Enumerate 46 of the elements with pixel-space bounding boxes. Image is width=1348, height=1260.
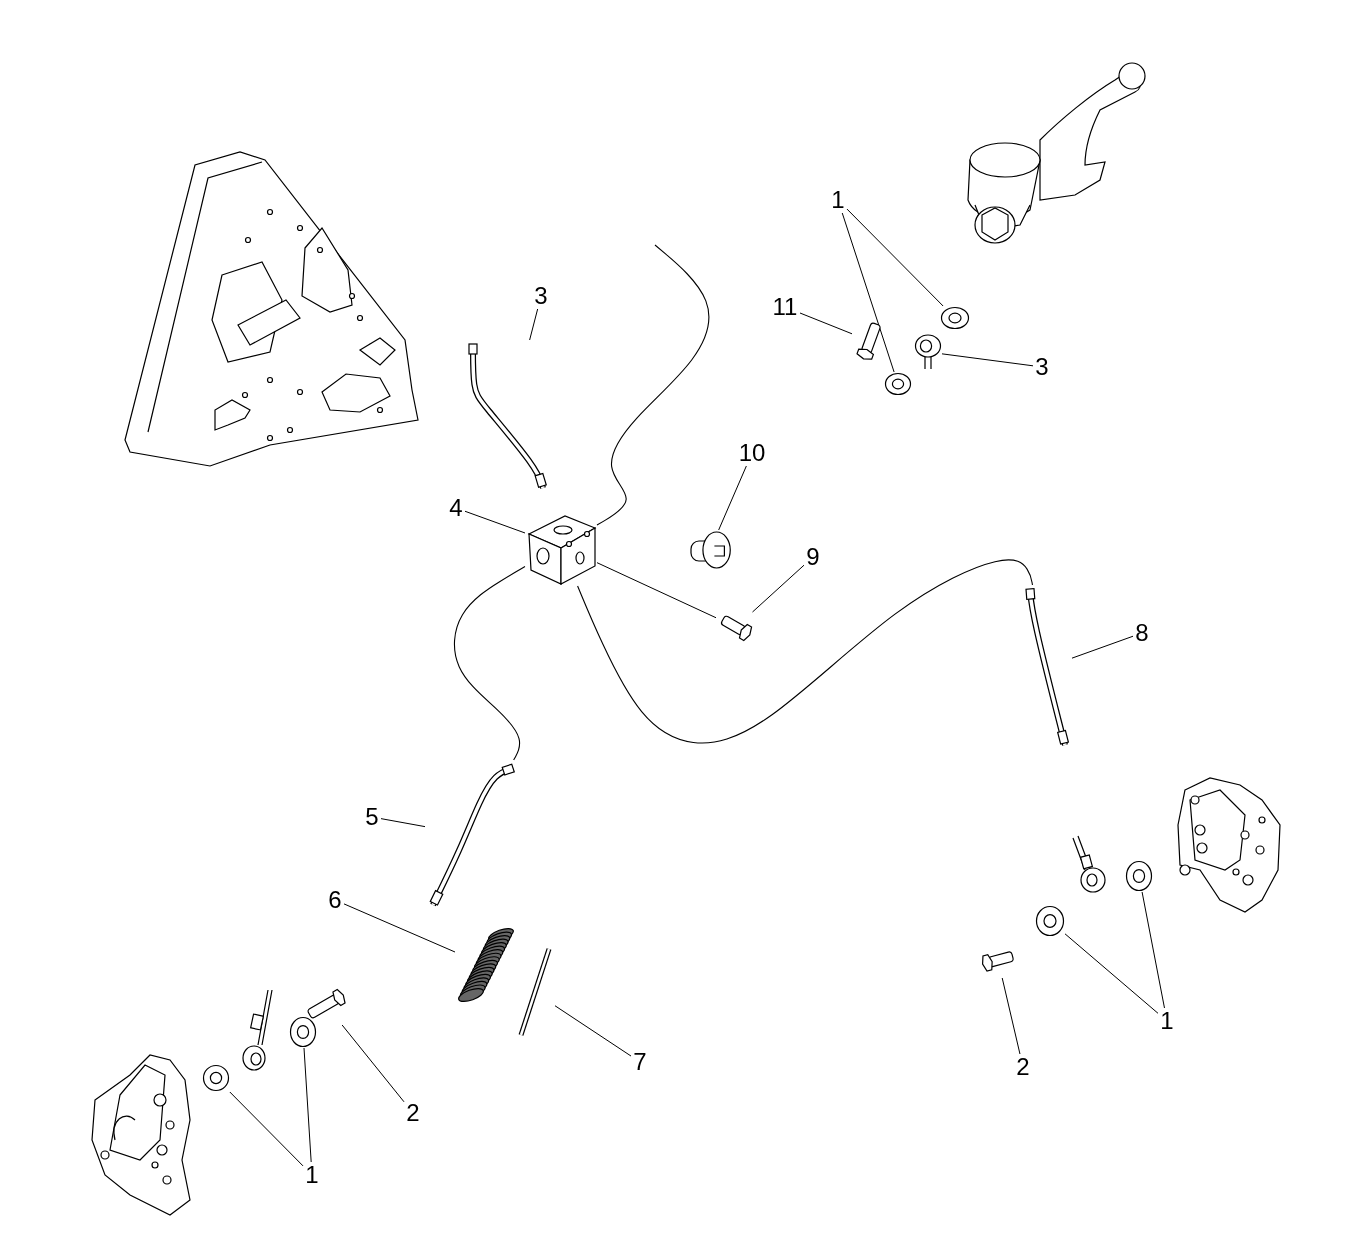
washer (202, 1064, 230, 1092)
callout-number: 2 (1014, 1054, 1032, 1080)
washer (1125, 860, 1153, 892)
leader-line (596, 562, 717, 619)
washer (1035, 905, 1065, 937)
callout-number: 3 (532, 283, 550, 309)
callout-number: 7 (631, 1049, 649, 1075)
callout-number: 1 (303, 1162, 321, 1188)
callout-number: 1 (829, 187, 847, 213)
washer (940, 306, 970, 330)
leader-line (303, 1047, 312, 1163)
leader-line (941, 353, 1034, 367)
leader-line (799, 312, 853, 335)
leader-line (1001, 977, 1021, 1055)
leader-line (1064, 933, 1159, 1014)
leader-line (464, 510, 526, 534)
leader-line (229, 1091, 304, 1167)
leader-line (1071, 635, 1134, 659)
callout-number: 11 (770, 294, 800, 320)
callout-number: 10 (737, 440, 767, 466)
spring (455, 925, 515, 1005)
callout-number: 4 (447, 495, 465, 521)
callout-number: 8 (1133, 620, 1151, 646)
callout-number: 2 (404, 1100, 422, 1126)
leader-line (841, 212, 895, 373)
leader-line (752, 564, 805, 613)
leader-line (718, 465, 747, 531)
washer (289, 1016, 317, 1048)
callout-number: 5 (363, 804, 381, 830)
washer (884, 372, 912, 396)
callout-number: 3 (1033, 354, 1051, 380)
brake-hose (453, 566, 526, 761)
leader-line (846, 208, 944, 307)
brake-hose (577, 559, 1033, 744)
callout-number: 1 (1158, 1008, 1176, 1034)
fitting (688, 530, 732, 570)
leader-line (1141, 891, 1165, 1009)
leader-line (343, 903, 456, 953)
leader-line (380, 818, 426, 828)
leader-line (341, 1024, 405, 1103)
brake-hose (596, 244, 710, 526)
callout-number: 9 (804, 544, 822, 570)
banjo (914, 334, 942, 370)
callout-number: 6 (326, 887, 344, 913)
leader-line (529, 308, 539, 341)
leader-line (554, 1005, 632, 1057)
